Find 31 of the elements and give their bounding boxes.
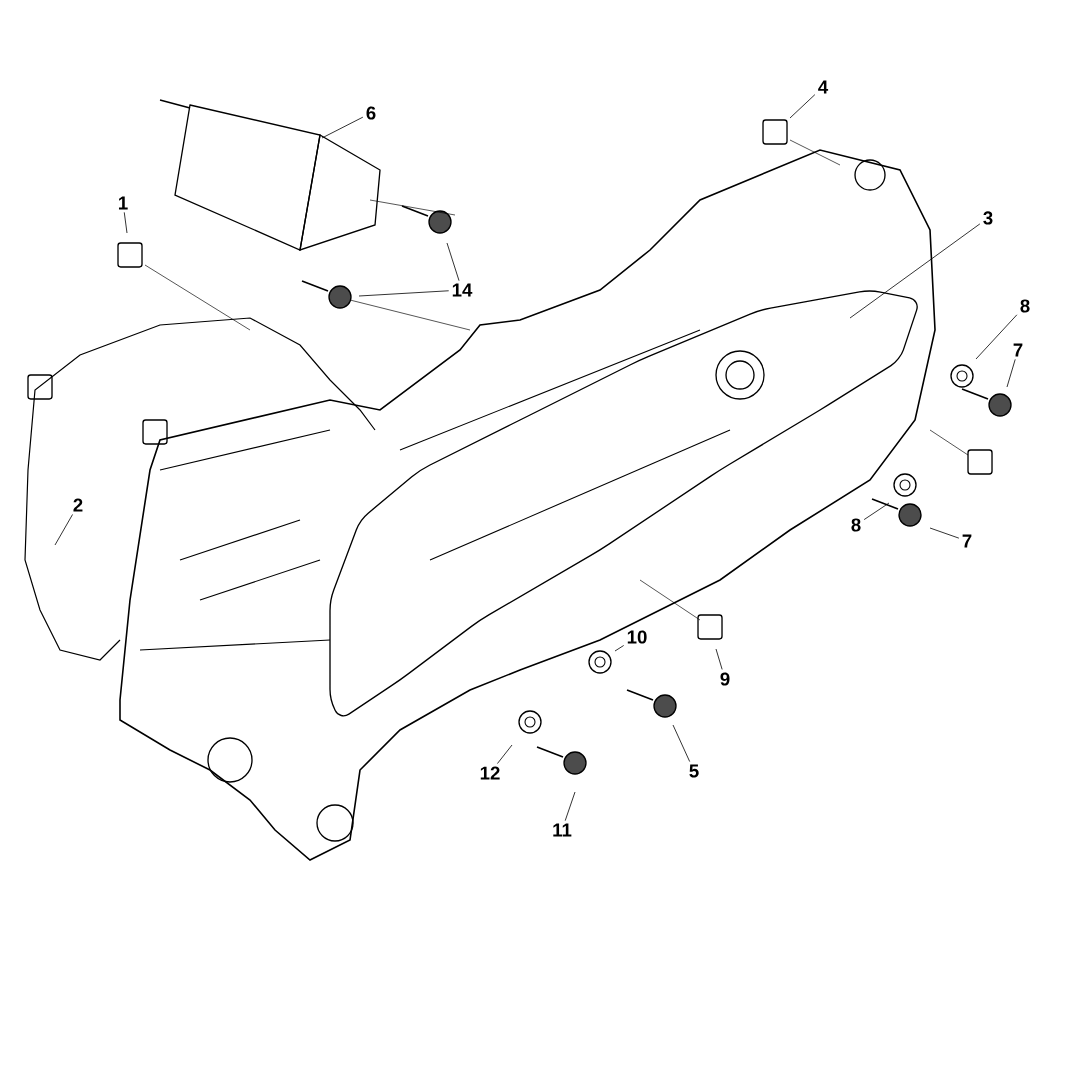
leader-line: [863, 502, 890, 520]
callout-number: 7: [962, 534, 972, 548]
leader-line: [715, 648, 723, 670]
callout-number: 3: [983, 211, 993, 225]
callout-number: 9: [720, 672, 730, 686]
callout-number: 1: [119, 196, 128, 210]
callout-number: 8: [851, 518, 861, 532]
leader-line: [321, 116, 364, 139]
callout-number: 12: [480, 766, 500, 780]
leader-line: [54, 514, 73, 546]
leader-line: [929, 527, 960, 539]
callout-number: 10: [627, 630, 647, 644]
leader-line: [446, 242, 460, 282]
leader-line: [358, 290, 450, 297]
leader-line: [672, 724, 691, 762]
callout-number: 5: [689, 764, 699, 778]
leader-line: [1006, 358, 1016, 388]
callout-number: 6: [366, 106, 376, 120]
leader-line: [849, 223, 981, 319]
leader-line: [614, 645, 625, 652]
callout-number: 14: [452, 283, 473, 297]
callout-number: 4: [818, 80, 829, 94]
leader-line: [975, 314, 1018, 360]
leader-line: [123, 211, 128, 234]
leader-line: [497, 744, 513, 764]
leader-line: [564, 791, 576, 822]
callout-number: 11: [553, 823, 572, 837]
callout-number: 2: [73, 498, 83, 512]
callout-number: 8: [1020, 299, 1030, 313]
callout-number: 7: [1013, 343, 1023, 357]
leader-line: [789, 94, 816, 119]
